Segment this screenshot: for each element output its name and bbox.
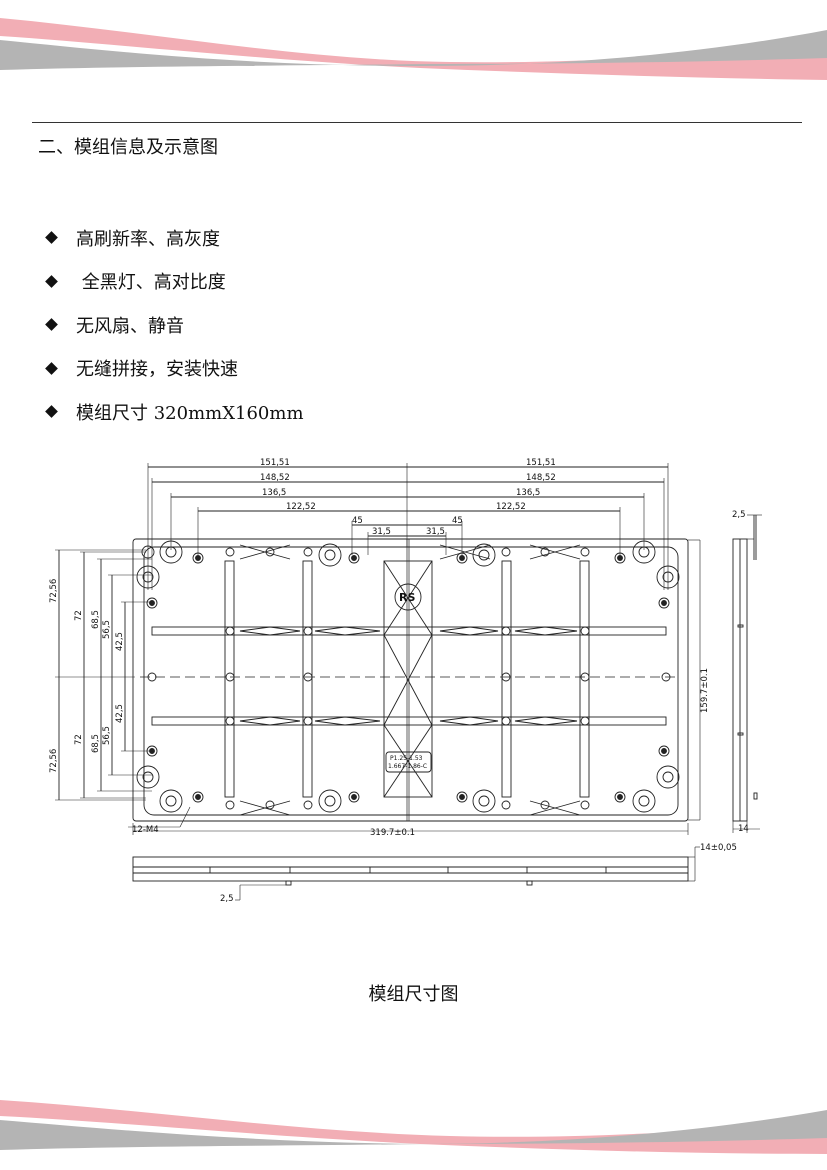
section-heading: 二、模组信息及示意图 (38, 137, 218, 158)
feature-list: 高刷新率、高灰度 全黑灯、高对比度 无风扇、静音 无缝拼接，安装快速 模组尺寸 … (44, 216, 304, 434)
feature-item: 无风扇、静音 (44, 303, 304, 347)
mounting-holes (136, 540, 680, 813)
dim-left-9: 72 (74, 734, 84, 745)
top-dimension-lines (147, 463, 669, 590)
screw-label: 12-M4 (132, 825, 159, 835)
dim-left-3: 68,5 (91, 610, 101, 629)
pitch-label-box (385, 751, 432, 773)
dim-left-2: 72 (74, 610, 84, 621)
diamond-bullet-icon (45, 274, 58, 288)
side-bottom-dimension: 14 (738, 824, 749, 834)
dim-left-6: 42,5 (115, 704, 125, 723)
width-dimension: 319.7±0.1 (370, 828, 415, 838)
header-wave-pink (0, 18, 827, 80)
dim-left-4: 56,5 (102, 620, 112, 639)
feature-text: 无风扇、静音 (76, 315, 184, 337)
header-wave-decoration (0, 18, 827, 80)
drawing-caption: 模组尺寸图 (368, 984, 459, 1005)
header-rule (32, 122, 802, 123)
bottom-left-dimension: 2,5 (220, 894, 234, 904)
dim-left-1: 72,56 (49, 579, 59, 603)
feature-item: 高刷新率、高灰度 (44, 216, 304, 260)
dim-left-10: 72,56 (49, 749, 59, 773)
diamond-bullet-icon (45, 318, 58, 332)
dim-top-8: 122,52 (496, 502, 526, 512)
dim-left-5: 42,5 (115, 632, 125, 651)
dim-top-6: 136,5 (516, 488, 540, 498)
dim-top-12: 31,5 (426, 527, 445, 537)
module-dimension-drawing: 151,51 151,51 148,52 148,52 136,5 136,5 … (49, 458, 762, 904)
rs-logo: RS (399, 591, 415, 604)
diamond-bullet-icon (45, 405, 58, 419)
dim-top-7: 122,52 (286, 502, 316, 512)
dim-top-1: 151,51 (260, 458, 290, 468)
feature-item: 无缝拼接，安装快速 (44, 347, 304, 391)
dim-left-8: 68,5 (91, 734, 101, 753)
height-dimension: 159.7±0.1 (700, 668, 710, 713)
pitch-label-line-1: P1.25-1.53 (390, 755, 423, 762)
side-top-dimension: 2,5 (732, 510, 746, 520)
pitch-label-line-2: 1.667-1.86-C (388, 763, 427, 770)
bottom-right-dimension: 14±0,05 (700, 843, 737, 853)
left-dimension-lines (55, 549, 152, 801)
feature-text: 高刷新率、高灰度 (76, 228, 220, 250)
diamond-bullet-icon (45, 361, 58, 375)
dim-top-3: 148,52 (260, 473, 290, 483)
feature-text: 全黑灯、高对比度 (76, 272, 226, 294)
dim-left-7: 56,5 (102, 726, 112, 745)
diamond-bullet-icon (45, 231, 58, 245)
feature-item: 全黑灯、高对比度 (44, 260, 304, 304)
dim-top-9: 45 (352, 516, 363, 526)
rs-logo-ring (394, 583, 422, 611)
module-side-view (732, 514, 762, 833)
feature-text: 无缝拼接，安装快速 (76, 359, 238, 381)
dim-top-10: 45 (452, 516, 463, 526)
module-front-view (132, 538, 701, 822)
header-wave-grey (0, 30, 827, 70)
dim-top-4: 148,52 (526, 473, 556, 483)
footer-wave-decoration (0, 1100, 827, 1154)
feature-item: 模组尺寸 320mmX160mm (44, 390, 304, 434)
dim-top-11: 31,5 (372, 527, 391, 537)
feature-text: 模组尺寸 320mmX160mm (76, 402, 304, 424)
dim-top-5: 136,5 (262, 488, 286, 498)
footer-wave-grey (0, 1110, 827, 1150)
dim-top-2: 151,51 (526, 458, 556, 468)
module-bottom-view (132, 846, 700, 901)
